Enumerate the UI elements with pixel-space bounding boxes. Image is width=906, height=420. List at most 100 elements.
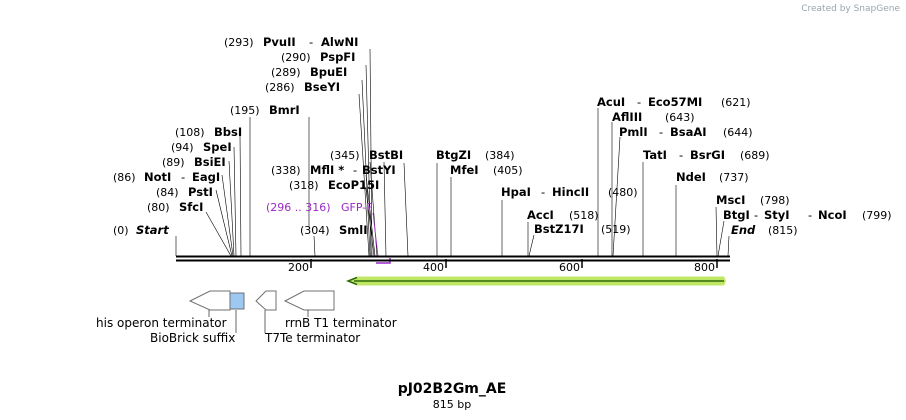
site-pos: (480) bbox=[608, 186, 638, 199]
restriction-site-labels: (293) PvuII - AlwNI (290) PspFI (289) Bp… bbox=[113, 35, 892, 237]
site-enzyme: BseYI bbox=[304, 80, 340, 94]
site-enzyme: BbsI bbox=[214, 125, 242, 139]
svg-text:-: - bbox=[181, 170, 185, 184]
svg-text:-: - bbox=[353, 163, 357, 177]
site-pos: (290) bbox=[281, 51, 311, 64]
site-leader-lines bbox=[175, 48, 730, 257]
site-pos: (621) bbox=[721, 96, 751, 109]
primer-gfp-f: (296 .. 316) GFP-F bbox=[266, 201, 391, 264]
svg-text:-: - bbox=[808, 208, 812, 222]
feature-green-arrow bbox=[345, 276, 726, 286]
site-enzyme: MflI * bbox=[310, 163, 344, 177]
site-pos: (304) bbox=[300, 224, 330, 237]
site-pos: (195) bbox=[230, 104, 260, 117]
site-pos: (384) bbox=[485, 149, 515, 162]
site-pos: (0) bbox=[113, 224, 129, 237]
primer-name: GFP-F bbox=[341, 201, 373, 214]
site-start: Start bbox=[136, 223, 169, 237]
svg-text:-: - bbox=[659, 125, 663, 139]
svg-text:-: - bbox=[309, 35, 313, 49]
site-enzyme: BsiEI bbox=[194, 155, 226, 169]
site-pos: (86) bbox=[113, 171, 136, 184]
site-enzyme: SmlI bbox=[339, 223, 368, 237]
site-enzyme: PvuII bbox=[263, 35, 296, 49]
site-enzyme: AccI bbox=[527, 208, 554, 222]
feature-label: T7Te terminator bbox=[264, 331, 360, 345]
site-enzyme: NotI bbox=[144, 170, 171, 184]
site-pos: (80) bbox=[147, 201, 170, 214]
site-enzyme: AcuI bbox=[597, 95, 625, 109]
svg-text:-: - bbox=[754, 208, 758, 222]
site-pos: (345) bbox=[330, 149, 360, 162]
site-enzyme: NdeI bbox=[676, 170, 706, 184]
primer-range: (296 .. 316) bbox=[266, 201, 331, 214]
site-enzyme: NcoI bbox=[818, 208, 847, 222]
t7te-terminator-arrow bbox=[255, 290, 277, 311]
site-enzyme: AlwNI bbox=[321, 35, 358, 49]
svg-text:-: - bbox=[637, 95, 641, 109]
site-enzyme: BstYI bbox=[362, 163, 396, 177]
site-enzyme: BmrI bbox=[269, 103, 300, 117]
site-enzyme: HpaI bbox=[501, 185, 531, 199]
site-enzyme: PmlI bbox=[619, 125, 648, 139]
biobrick-suffix-box bbox=[229, 292, 245, 310]
svg-text:-: - bbox=[679, 148, 683, 162]
site-pos: (689) bbox=[740, 149, 770, 162]
plasmid-title: pJ02B2Gm_AE bbox=[398, 381, 507, 397]
site-pos: (89) bbox=[162, 156, 185, 169]
feature-arrows bbox=[188, 290, 335, 311]
site-enzyme: HincII bbox=[552, 185, 589, 199]
plasmid-length: 815 bp bbox=[433, 398, 471, 411]
feature-label: his operon terminator bbox=[96, 316, 227, 330]
site-pos: (94) bbox=[171, 141, 194, 154]
ruler-tick-label: 800 bbox=[694, 261, 715, 274]
site-enzyme: SpeI bbox=[203, 140, 232, 154]
site-pos: (815) bbox=[768, 224, 798, 237]
site-pos: (84) bbox=[156, 186, 179, 199]
site-pos: (338) bbox=[271, 164, 301, 177]
ruler-tick-label: 600 bbox=[559, 261, 580, 274]
site-pos: (318) bbox=[289, 179, 319, 192]
site-pos: (519) bbox=[601, 223, 631, 236]
site-pos: (518) bbox=[569, 209, 599, 222]
snapgene-credit: Created by SnapGene bbox=[801, 4, 900, 14]
site-pos: (286) bbox=[265, 81, 295, 94]
site-enzyme: BsrGI bbox=[690, 148, 725, 162]
feature-label: BioBrick suffix bbox=[150, 331, 235, 345]
ruler: 200 400 600 800 bbox=[288, 259, 718, 274]
site-pos: (643) bbox=[665, 111, 695, 124]
feature-labels: his operon terminator BioBrick suffix rr… bbox=[96, 316, 397, 345]
ruler-tick-label: 400 bbox=[423, 261, 444, 274]
site-pos: (405) bbox=[493, 164, 523, 177]
site-enzyme: EagI bbox=[192, 170, 220, 184]
svg-text:-: - bbox=[541, 185, 545, 199]
site-enzyme: SfcI bbox=[179, 200, 203, 214]
ruler-tick-label: 200 bbox=[288, 261, 309, 274]
site-enzyme: AflIII bbox=[612, 110, 642, 124]
sequence-backbone bbox=[176, 255, 730, 262]
site-enzyme: BsaAI bbox=[670, 125, 707, 139]
site-enzyme: EcoP15I bbox=[328, 178, 379, 192]
site-enzyme: BtgI bbox=[723, 208, 750, 222]
site-enzyme: PspFI bbox=[320, 50, 355, 64]
site-enzyme: BstBI bbox=[369, 148, 403, 162]
site-pos: (737) bbox=[719, 171, 749, 184]
site-enzyme: BtgZI bbox=[436, 148, 471, 162]
site-enzyme: PstI bbox=[188, 185, 213, 199]
rrnb-t1-terminator-arrow bbox=[283, 290, 335, 311]
site-pos: (293) bbox=[224, 36, 254, 49]
site-pos: (799) bbox=[862, 209, 892, 222]
site-enzyme: MscI bbox=[716, 193, 745, 207]
site-pos: (644) bbox=[723, 126, 753, 139]
his-operon-terminator-arrow bbox=[188, 290, 231, 311]
site-pos: (289) bbox=[271, 66, 301, 79]
site-enzyme: BpuEI bbox=[310, 65, 347, 79]
site-enzyme: TatI bbox=[643, 148, 667, 162]
site-enzyme: StyI bbox=[764, 208, 790, 222]
site-pos: (108) bbox=[175, 126, 205, 139]
feature-label: rrnB T1 terminator bbox=[285, 316, 397, 330]
site-enzyme: Eco57MI bbox=[648, 95, 702, 109]
site-enzyme: BstZ17I bbox=[534, 222, 584, 236]
site-end: End bbox=[731, 223, 756, 237]
